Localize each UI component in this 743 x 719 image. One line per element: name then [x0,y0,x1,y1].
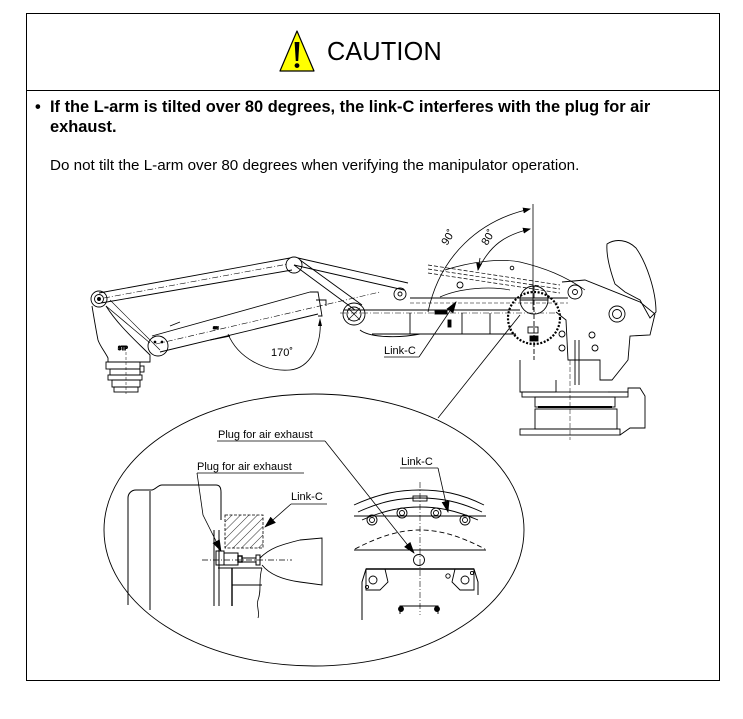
tilted-arm-outline [427,260,586,294]
caution-box: CAUTION • If the L-arm is tilted over 80… [26,13,720,681]
link-c-leader-front [400,467,450,513]
rotation-arc-170 [227,319,321,371]
robot-base [519,360,646,440]
link-c-leader-side [264,503,327,528]
wrist-marking: STP [118,346,128,352]
angle-label-90: 90˚ [439,228,458,248]
shoulder-gear [506,285,562,360]
link-c-label-side: Link-C [291,491,323,503]
warning-triangle-icon [279,30,315,72]
link-c-label-main: Link-C [384,345,416,357]
upper-link-bar [98,257,293,304]
caution-title: CAUTION [327,36,442,66]
arm-marking: SH [213,325,219,330]
plug-circle-front [413,554,425,566]
instruction-text: Do not tilt the L-arm over 80 degrees wh… [50,157,580,174]
angle-170-label: 170˚ [271,347,293,359]
exclamation-bar [294,42,300,61]
plug-label-upper: Plug for air exhaust [218,429,313,441]
wrist-joint [90,290,108,308]
detail-leader-line [437,314,521,419]
main-arm-body [340,265,568,338]
warning-text: If the L-arm is tilted over 80 degrees, … [50,98,651,136]
link-c-hatched-block [224,514,264,549]
bullet-point: • [35,98,41,116]
plug-leader-lower [196,472,304,552]
elbow-joint-upper [285,256,303,274]
angle-label-80: 80˚ [479,228,498,248]
link-c-leader-main [384,301,457,358]
wrist-body [91,305,151,363]
exclamation-dot [294,63,300,68]
forearm-joint [147,335,169,357]
link-joint-small [393,287,407,301]
wrist-flange [105,352,145,394]
elbow-joint-main [342,302,366,326]
shoulder-joint-right [567,284,583,300]
front-view [353,482,486,620]
link-c-label-front: Link-C [401,456,433,468]
rear-housing [555,240,657,385]
elbow-linkage [293,257,409,311]
detail-view [103,393,525,667]
caution-heading: CAUTION [279,30,445,72]
angle-90-text: 90˚ [439,228,458,248]
lower-arm [151,291,381,353]
detail-ellipse [103,393,525,667]
plug-leader-upper [217,440,415,554]
angle-80-text: 80˚ [479,228,498,248]
caution-header: CAUTION [27,14,719,91]
robot-drawing: STP SH [90,204,657,440]
warning-statement: • If the L-arm is tilted over 80 degrees… [35,97,715,137]
side-view [127,484,323,619]
plug-label-lower: Plug for air exhaust [197,461,292,473]
